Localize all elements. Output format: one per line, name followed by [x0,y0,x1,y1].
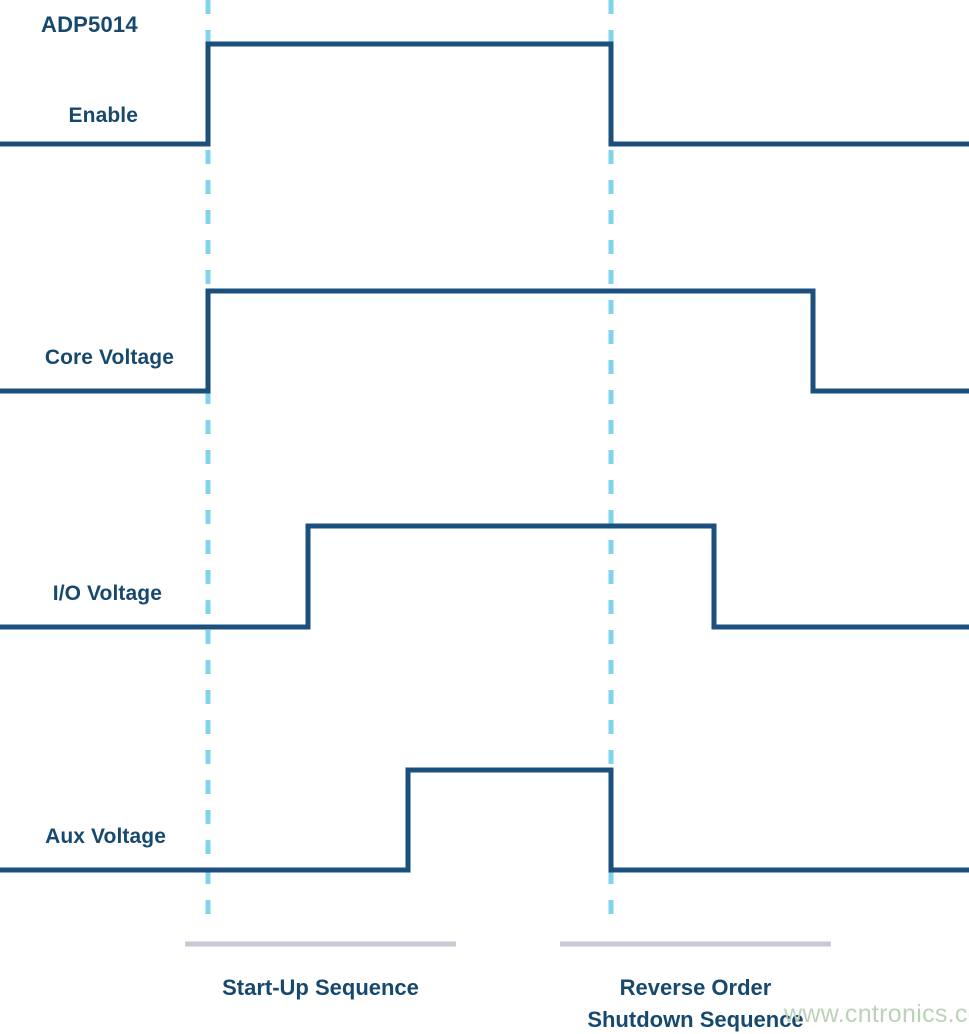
phase-label-start-up: Start-Up Sequence [222,975,419,1000]
waveform-enable [0,41,969,147]
watermark: www.cntronics.com [784,1000,969,1028]
time-marker-group [205,0,614,916]
phase-label-shutdown: Reverse Order Shutdown Sequence [560,972,831,1034]
waveform-io-voltage [0,523,969,630]
waveform-aux-voltage [0,767,969,873]
waveform-label-core-voltage: Core Voltage [44,346,174,369]
phase-label-shutdown-line2: Shutdown Sequence [587,1007,804,1032]
waveform-label-enable: Enable [68,104,138,127]
waveform-label-aux-voltage: Aux Voltage [45,825,166,848]
phase-label-shutdown-line1: Reverse Order [619,975,772,1000]
waveform-core-voltage [0,288,969,394]
page-title: ADP5014 [41,12,138,37]
waveform-label-io-voltage: I/O Voltage [52,582,162,605]
